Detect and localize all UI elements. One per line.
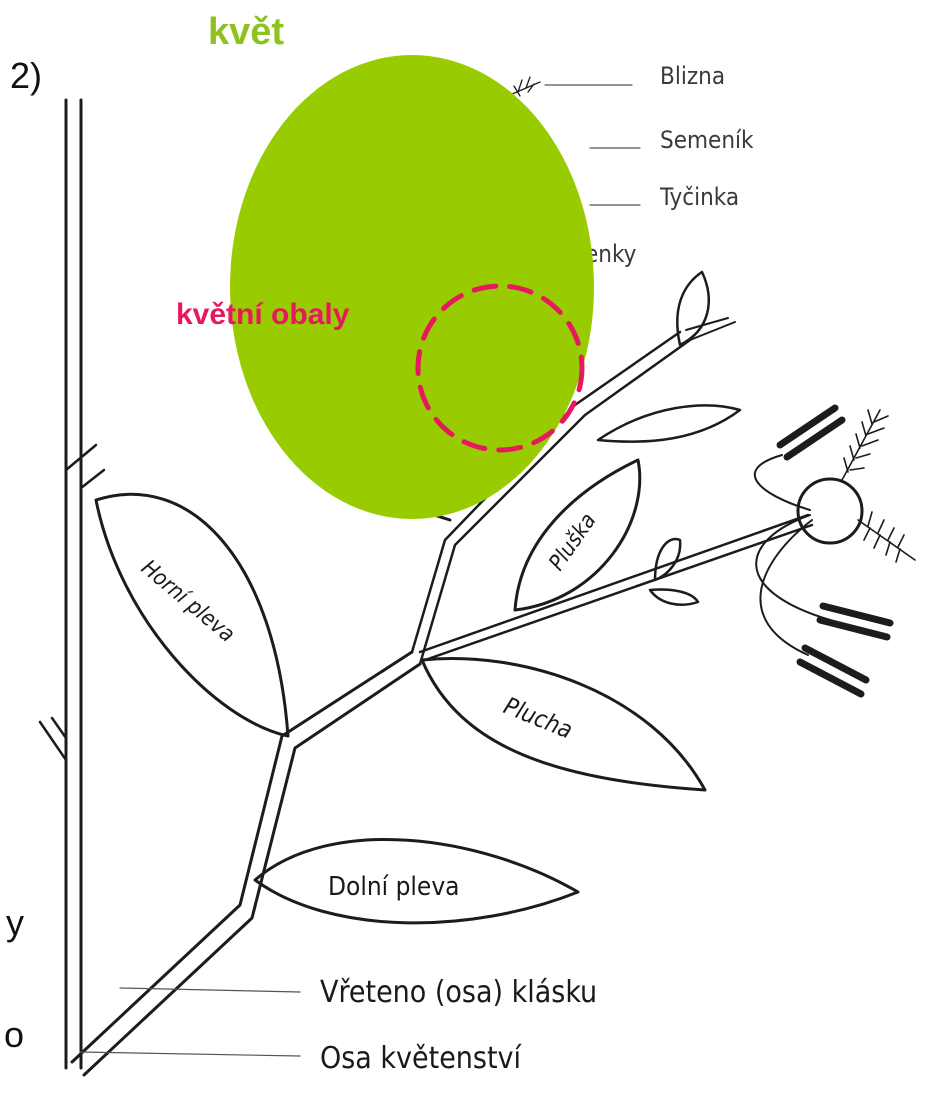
label-palea: Pluška <box>544 509 601 576</box>
label-lemma: Plucha <box>500 692 577 745</box>
stigma-upper <box>842 410 888 480</box>
anther-lower <box>800 648 866 694</box>
axis-stub-lower <box>40 718 66 760</box>
flower-highlight-blob <box>230 55 594 519</box>
edge-fragment-paren: 2) <box>10 55 42 96</box>
lodicule-1 <box>655 539 680 580</box>
inflorescence-axis <box>66 100 81 1068</box>
upper-floret-leaf-1 <box>598 405 740 441</box>
label-lower-glume: Dolní pleva <box>328 872 460 902</box>
label-rachilla: Vřeteno (osa) klásku <box>320 975 597 1010</box>
overlay-label-perianth: květní obaly <box>176 298 350 331</box>
stigma-lower <box>858 512 915 562</box>
label-upper-glume: Horní pleva <box>136 555 239 647</box>
anther-mid <box>820 606 890 637</box>
axis-stub-upper <box>66 445 104 488</box>
flower-stalk <box>420 515 812 660</box>
label-inflorescence-axis: Osa květenství <box>320 1041 523 1076</box>
stamen-filament-upper <box>755 455 810 510</box>
label-stigma: Blizna <box>660 62 725 90</box>
overlay-title-flower: květ <box>208 11 284 53</box>
leader-inflorescence-axis <box>80 1052 300 1056</box>
label-ovary: Semeník <box>660 126 754 154</box>
stigma-sketch <box>510 77 540 96</box>
edge-fragment-y: y <box>6 902 24 943</box>
lodicule-2 <box>650 590 698 605</box>
anther-upper <box>780 408 842 457</box>
ovary-circle <box>798 479 862 543</box>
label-stamen: Tyčinka <box>659 183 739 211</box>
edge-fragment-o: o <box>4 1014 24 1055</box>
rachilla-lower-inner <box>84 664 420 1075</box>
